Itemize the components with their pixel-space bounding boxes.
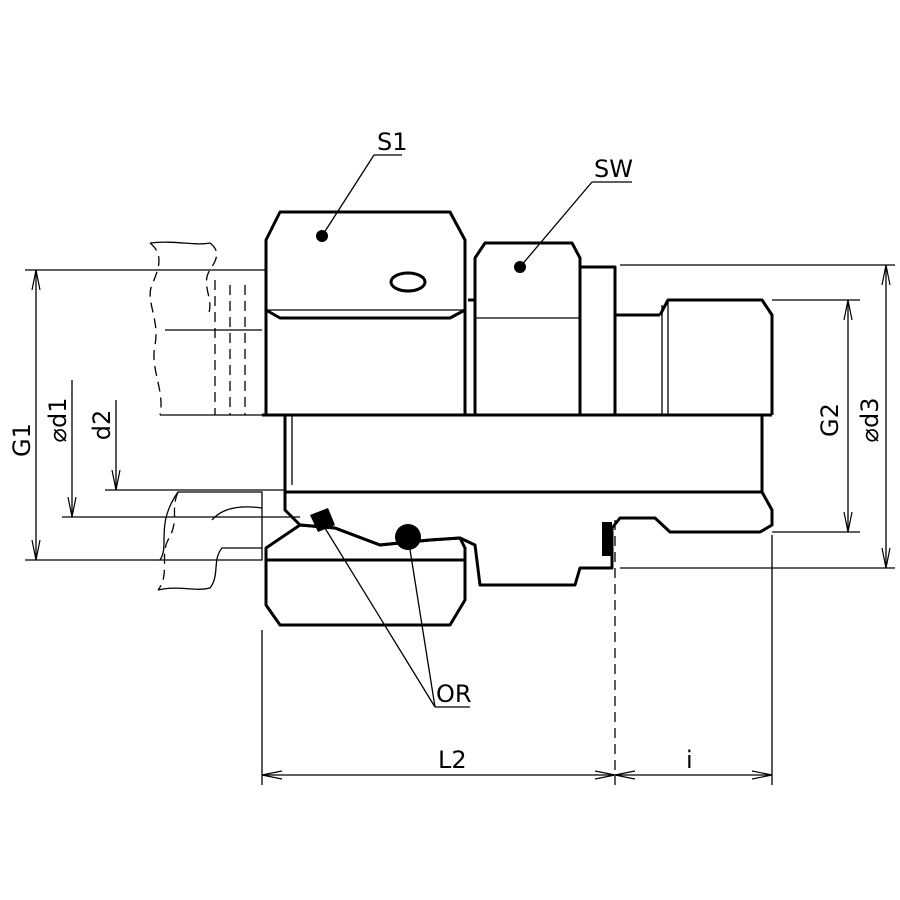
label-g1: G1 (8, 423, 36, 457)
body-section (283, 490, 774, 587)
diameter-symbol: ⌀ (44, 428, 72, 442)
dimensions (25, 154, 895, 785)
label-d3-text: d3 (856, 398, 884, 429)
nut-s1-upper (264, 210, 467, 415)
label-d1-text: d1 (44, 398, 72, 429)
diameter-symbol: ⌀ (856, 428, 884, 442)
cutting-ring-seal (310, 508, 335, 532)
nut-slot (389, 271, 427, 293)
label-d2: d2 (88, 410, 116, 441)
label-sw: SW (594, 155, 633, 183)
label-i: i (686, 746, 693, 774)
nut-section (264, 523, 467, 627)
stud-seal (602, 522, 612, 556)
label-s1: S1 (377, 128, 408, 156)
label-d3: ⌀d3 (856, 398, 884, 443)
label-l2: L2 (438, 746, 467, 774)
tube (149, 241, 265, 591)
label-g2: G2 (816, 403, 844, 437)
body-hex-sw-upper (262, 241, 774, 417)
label-d1: ⌀d1 (44, 398, 72, 443)
bore (283, 415, 764, 494)
label-or: OR (436, 680, 472, 708)
